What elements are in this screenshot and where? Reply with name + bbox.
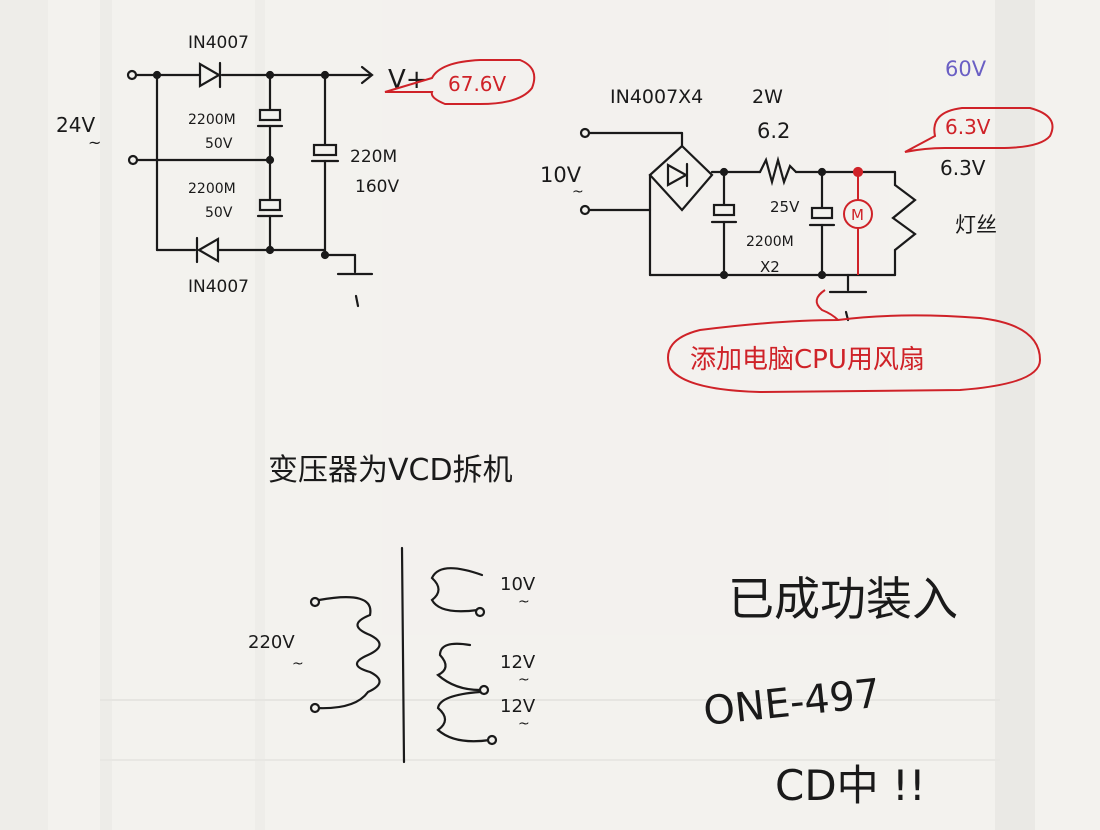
filament-coil <box>891 183 917 252</box>
primary-ac: ~ <box>292 656 304 672</box>
output-voltage-callout: 67.6V <box>384 59 536 105</box>
cap3-capacitance: 220M <box>350 147 397 167</box>
cap-capacitance: 2200M <box>746 234 794 250</box>
cap1-voltage: 50V <box>205 136 233 152</box>
note-line3: CD中 !! <box>775 761 926 810</box>
output-label: V+ <box>388 65 428 95</box>
secondary3-voltage: 12V <box>500 696 536 717</box>
top-note-blue: 60V <box>945 57 987 81</box>
right-circuit <box>579 127 917 322</box>
cap-voltage: 25V <box>770 198 800 216</box>
input-voltage-label: 24V <box>56 113 95 137</box>
secondary2-ac: ~ <box>518 672 530 688</box>
fan-annotation-text: 添加电脑CPU用风扇 <box>690 345 925 375</box>
diode-bottom-label: IN4007 <box>188 277 249 297</box>
cap-count: X2 <box>760 258 780 276</box>
secondary3-ac: ~ <box>518 716 530 732</box>
diode-top <box>198 61 222 89</box>
bridge-label: IN4007X4 <box>610 86 703 108</box>
transformer-labels: 220V ~ 10V ~ 12V ~ 12V ~ <box>248 574 536 732</box>
resistor <box>758 155 798 187</box>
secondary1-voltage: 10V <box>500 574 536 595</box>
fan-motor: M <box>815 172 873 321</box>
cap2-capacitance: 2200M <box>188 181 236 197</box>
primary-voltage: 220V <box>248 632 295 653</box>
cap1-capacitance: 2200M <box>188 112 236 128</box>
left-circuit-labels: IN4007 24V ~ V+ 2200M 50V 2200M 50V 220M… <box>56 33 428 297</box>
bridge-rectifier <box>648 144 714 212</box>
secondary2-voltage: 12V <box>500 652 536 673</box>
right-input-ac: ~ <box>572 184 584 200</box>
output-voltage-value: 67.6V <box>448 72 507 96</box>
diode-bottom <box>195 236 220 264</box>
right-input-voltage: 10V <box>540 163 582 187</box>
secondary1-ac: ~ <box>518 594 530 610</box>
resistor-value: 6.2 <box>757 119 790 143</box>
input-ac-symbol: ~ <box>88 133 101 152</box>
output-voltage: 6.3V <box>940 156 986 180</box>
diode-top-label: IN4007 <box>188 33 249 53</box>
cap3-voltage: 160V <box>355 177 399 197</box>
right-output-red: 6.3V <box>945 115 991 139</box>
filament-label: 灯丝 <box>955 213 997 237</box>
fan-annotation: 添加电脑CPU用风扇 <box>667 314 1042 394</box>
note-line1: 已成功装入 <box>728 572 958 626</box>
right-output-callout: 6.3V <box>904 107 1054 153</box>
cap2-voltage: 50V <box>205 205 233 221</box>
resistor-power: 2W <box>752 86 783 108</box>
transformer <box>309 546 498 764</box>
motor-symbol: M <box>851 206 864 224</box>
left-circuit <box>126 61 374 308</box>
right-circuit-labels: IN4007X4 2W 6.2 10V ~ 25V 2200M X2 6.3V … <box>540 57 997 276</box>
transformer-heading: 变压器为VCD拆机 <box>268 453 513 488</box>
